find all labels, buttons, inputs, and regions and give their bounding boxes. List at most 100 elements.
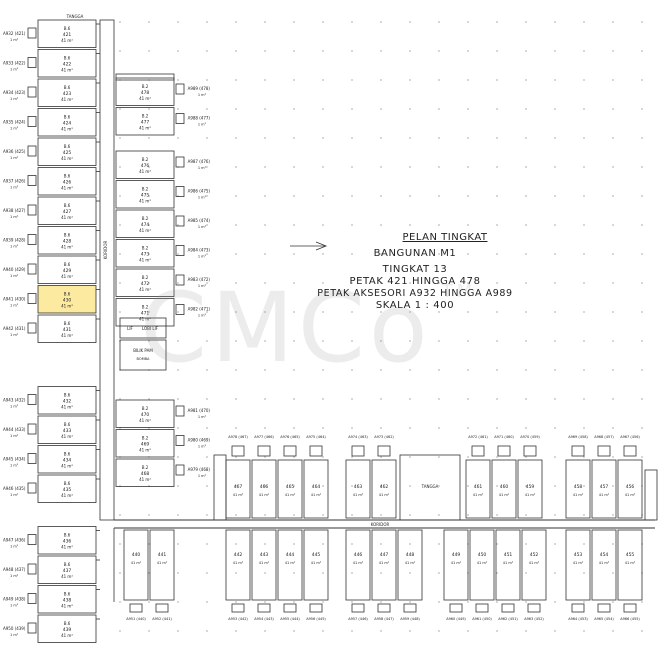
grid-dot [409, 630, 411, 632]
unit-balcony: B.2 [142, 406, 149, 411]
grid-dot [554, 630, 556, 632]
unit-balcony: B.6 [64, 621, 71, 626]
unit-number: 441 [158, 552, 167, 558]
accessory-label: A978 (467) [228, 435, 248, 439]
unit-balcony: B.6 [64, 115, 71, 120]
grid-dot [496, 282, 498, 284]
grid-dot [496, 166, 498, 168]
unit-number: 448 [406, 552, 415, 558]
unit-area: 41 m² [599, 493, 610, 497]
accessory-label: A963 (452) [524, 617, 544, 621]
grid-dot [293, 137, 295, 139]
unit-number: 468 [141, 471, 150, 477]
unit-area: 41 m² [139, 477, 151, 482]
unit-area: 41 m² [353, 561, 364, 565]
grid-dot [554, 601, 556, 603]
grid-dot [119, 166, 121, 168]
grid-dot [119, 282, 121, 284]
grid-dot [409, 427, 411, 429]
grid-dot [322, 253, 324, 255]
grid-dot [438, 340, 440, 342]
unit-balcony: B.6 [64, 533, 71, 538]
unit-number: 466 [260, 484, 269, 490]
accessory-area: 1 m² [10, 464, 19, 468]
grid-dot [496, 456, 498, 458]
unit-number: 438 [63, 598, 72, 604]
grid-dot [583, 108, 585, 110]
grid-dot [438, 456, 440, 458]
grid-dot [264, 340, 266, 342]
accessory-area: 1 m² [10, 274, 19, 278]
unit-area: 41 m² [285, 561, 296, 565]
grid-dot [467, 311, 469, 313]
grid-dot [467, 253, 469, 255]
grid-dot [612, 427, 614, 429]
grid-dot [293, 543, 295, 545]
grid-dot [525, 369, 527, 371]
grid-dot [148, 340, 150, 342]
grid-dot [496, 630, 498, 632]
grid-dot [148, 108, 150, 110]
accessory-box [527, 603, 541, 613]
grid-dot [235, 311, 237, 313]
grid-dot [322, 340, 324, 342]
grid-dot [409, 340, 411, 342]
grid-dot [177, 108, 179, 110]
unit-area: 41 m² [285, 493, 296, 497]
grid-dot [641, 369, 643, 371]
grid-dot [438, 311, 440, 313]
upper-unit [517, 459, 543, 519]
unit-area: 41 m² [61, 304, 73, 309]
unit-number: 434 [63, 458, 72, 464]
lift-label: LIF [127, 326, 133, 331]
right-unit [115, 107, 175, 136]
grid-dot [554, 572, 556, 574]
accessory-label: A945 (434) [3, 457, 26, 462]
grid-dot [409, 108, 411, 110]
grid-dot [409, 572, 411, 574]
grid-dot [264, 282, 266, 284]
accessory-area: 1 m² [10, 215, 19, 219]
grid-dot [264, 50, 266, 52]
grid-dot [612, 485, 614, 487]
grid-dot [641, 630, 643, 632]
accessory-label: A985 (474) [188, 218, 211, 223]
left-unit [37, 415, 97, 444]
grid-dot [525, 253, 527, 255]
grid-dot [206, 21, 208, 23]
unit-balcony: B.6 [64, 393, 71, 398]
accessory-box [377, 603, 391, 613]
grid-dot [525, 166, 527, 168]
grid-dot [380, 224, 382, 226]
grid-dot [467, 456, 469, 458]
accessory-label: A947 (436) [3, 538, 26, 543]
accessory-label: A951 (440) [126, 617, 146, 621]
grid-dot [119, 572, 121, 574]
upper-unit [565, 459, 591, 519]
accessory-box [27, 145, 37, 157]
unit-balcony: B.6 [64, 85, 71, 90]
unit-number: 464 [312, 484, 321, 490]
unit-number: 447 [380, 552, 389, 558]
grid-dot [351, 50, 353, 52]
left-unit [37, 108, 97, 137]
unit-area: 41 m² [503, 561, 514, 565]
unit-number: 430 [63, 298, 72, 304]
accessory-box [27, 322, 37, 334]
grid-dot [235, 166, 237, 168]
grid-dot [322, 543, 324, 545]
grid-dot [525, 543, 527, 545]
grid-dot [583, 21, 585, 23]
unit-area: 41 m² [61, 633, 73, 638]
grid-dot [409, 137, 411, 139]
grid-dot [380, 601, 382, 603]
grid-dot [235, 108, 237, 110]
grid-dot [177, 224, 179, 226]
grid-dot [496, 108, 498, 110]
parcel-range: PETAK 421 HINGGA 478 [349, 276, 481, 287]
left-unit [37, 226, 97, 255]
unit-number: 476 [141, 163, 150, 169]
accessory-box [175, 435, 185, 446]
accessory-box [571, 603, 585, 613]
unit-number: 465 [286, 484, 295, 490]
